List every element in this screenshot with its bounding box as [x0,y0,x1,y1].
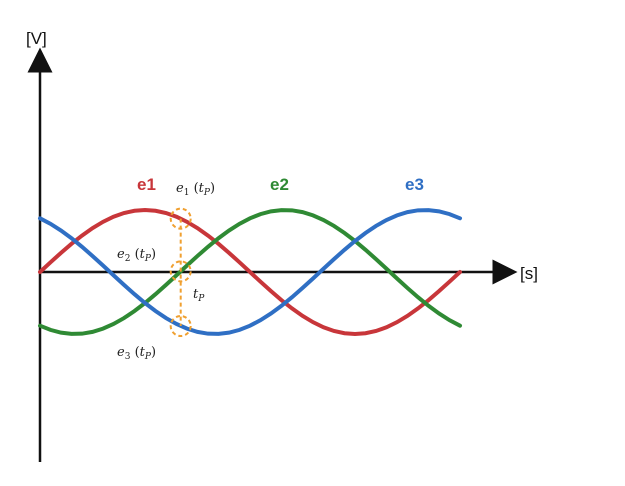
tp-marker-e2 [169,260,192,283]
y-axis-unit: [V] [26,29,47,48]
annotation-e1-tp: e1 (tP) [176,181,215,198]
tp-marker-e3 [169,315,192,338]
series-line-e2 [38,208,462,336]
series-group [38,207,462,337]
annotations: e1 (tP) e2 (tP) e3 (tP) tP [117,181,215,362]
series-label-e2: e2 [270,175,289,194]
annotation-e3-tp: e3 (tP) [117,345,156,362]
tp-marker-e1 [169,207,192,230]
series-label-e3: e3 [405,175,424,194]
axes: [V] [s] [26,29,538,462]
annotation-e2-tp: e2 (tP) [117,247,156,264]
x-axis-unit: [s] [520,264,538,283]
annotation-tp: tP [193,287,205,304]
series-line-e1 [38,207,462,337]
series-label-e1: e1 [137,175,156,194]
series-labels: e1 e2 e3 [137,175,424,194]
series-line-e3 [38,208,462,336]
tp-marker-group [169,207,192,338]
